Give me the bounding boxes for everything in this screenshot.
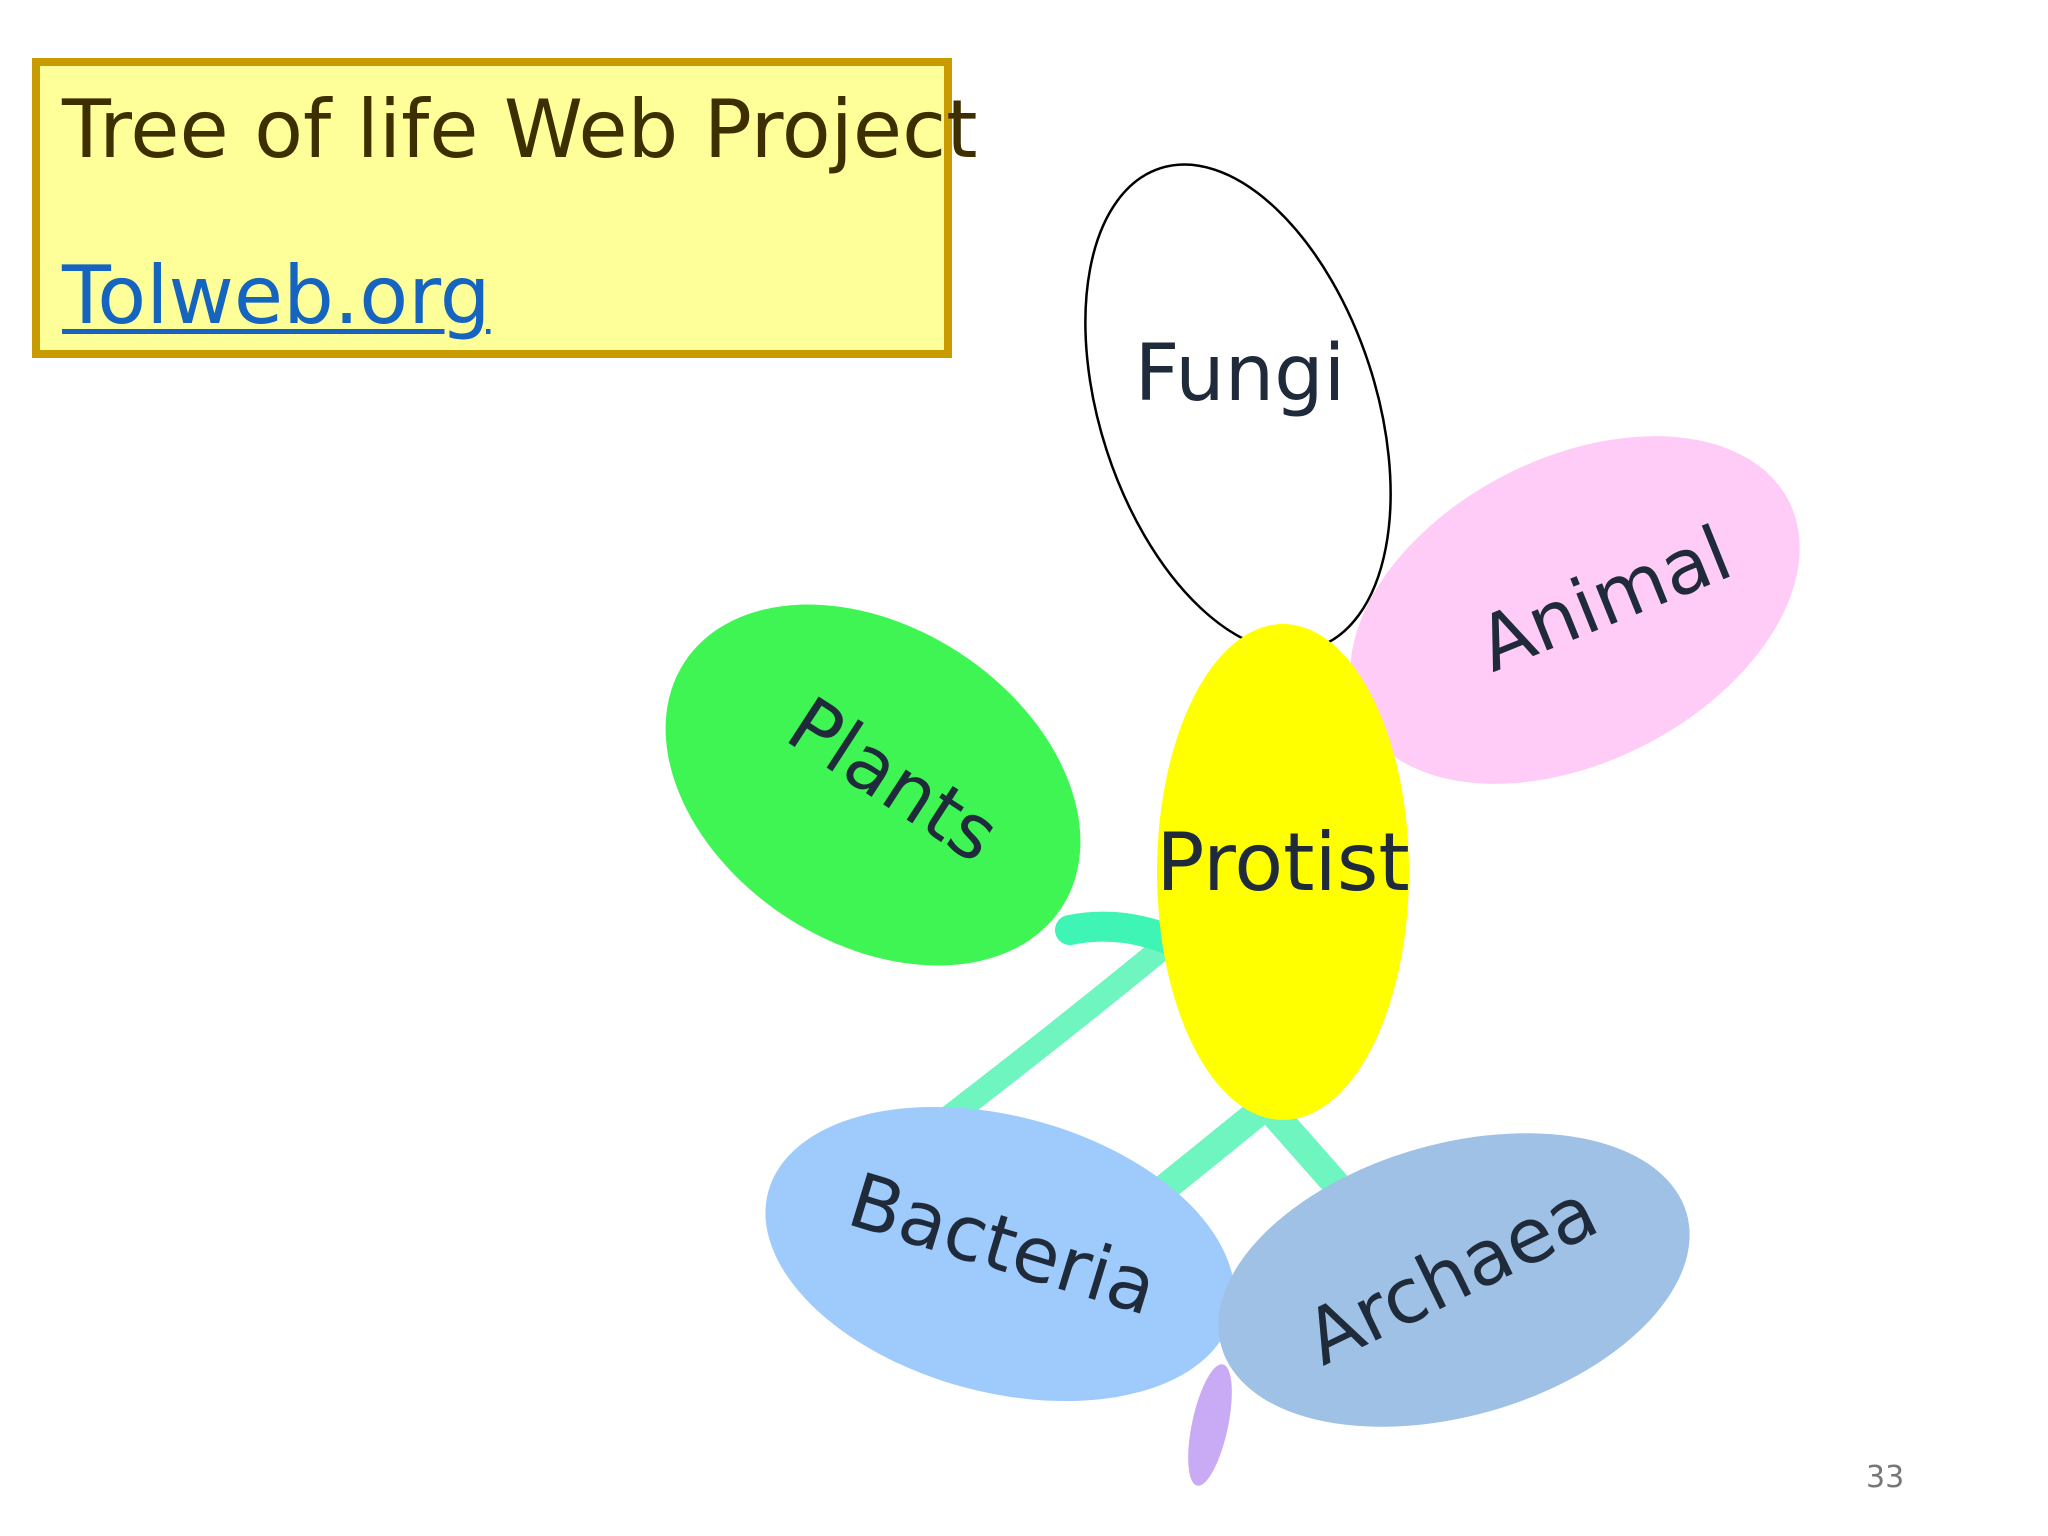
branch-protist-plants	[1055, 911, 1185, 955]
fungi-label: Fungi	[1135, 329, 1346, 419]
node-animal: Animal	[1350, 436, 1800, 784]
branch-protist-bacteria-long	[923, 938, 1172, 1140]
bacteria-shape	[765, 1106, 1235, 1402]
plants-shape	[665, 604, 1081, 966]
node-archaea: Archaea	[1218, 1133, 1690, 1427]
archaea-shape	[1218, 1133, 1690, 1427]
node-protist: Protist	[1156, 624, 1410, 1120]
node-plants: Plants	[665, 604, 1081, 966]
page-number: 33	[1866, 1460, 1905, 1495]
tolweb-link[interactable]: Tolweb.org	[62, 249, 491, 342]
animal-shape	[1350, 436, 1800, 784]
protist-shape	[1157, 624, 1409, 1120]
protist-label: Protist	[1156, 816, 1410, 909]
title-text: Tree of life Web Project	[62, 83, 978, 176]
title-box: Tree of life Web Project Tolweb.org	[32, 58, 977, 358]
bud-shape	[1188, 1364, 1232, 1486]
node-fungi: Fungi	[1084, 163, 1392, 653]
node-bacteria: Bacteria	[765, 1106, 1235, 1402]
